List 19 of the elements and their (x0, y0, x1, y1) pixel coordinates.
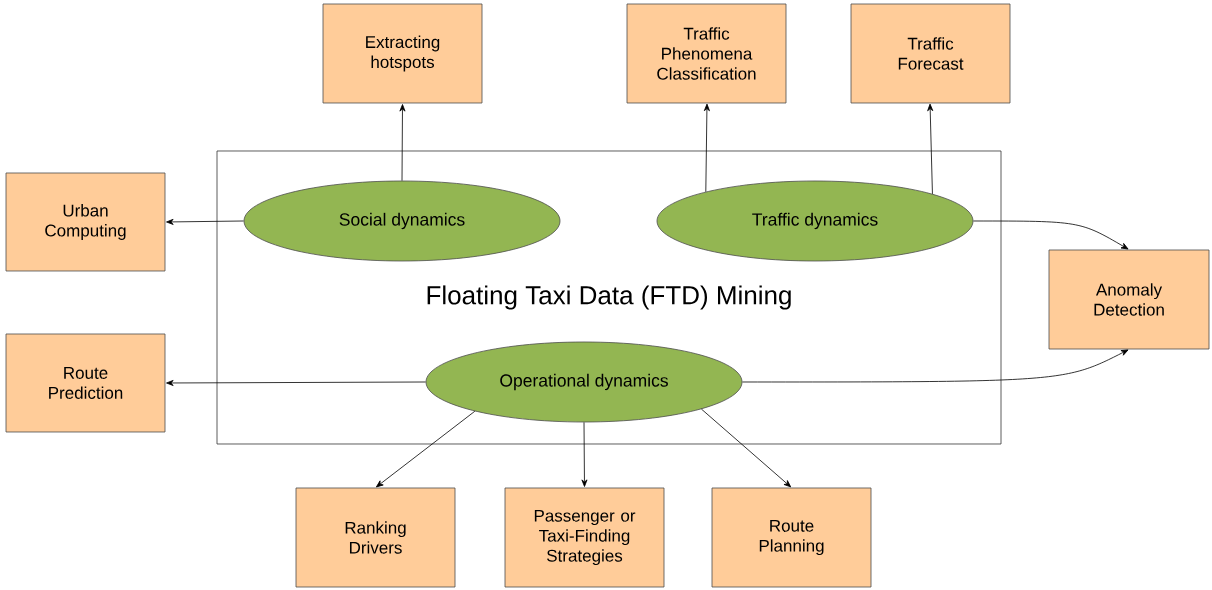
arrow (376, 410, 476, 488)
arrow (703, 103, 710, 193)
application-box: Urban Computing (5, 172, 166, 272)
application-box: Traffic Forecast (850, 3, 1011, 104)
arrow (927, 103, 934, 195)
application-box: Passenger or Taxi-Finding Strategies (504, 487, 665, 588)
application-box: Traffic Phenomena Classification (626, 3, 787, 104)
arrow (166, 380, 426, 386)
application-box: Ranking Drivers (295, 487, 456, 588)
arrow (581, 422, 588, 487)
arrow (973, 220, 1129, 250)
arrow (399, 104, 406, 181)
application-box: Anomaly Detection (1048, 249, 1210, 350)
arrow (166, 218, 244, 225)
arrow (742, 349, 1129, 383)
arrow (701, 408, 792, 488)
application-box: Route Prediction (5, 333, 166, 433)
application-box: Extracting hotspots (322, 3, 483, 104)
application-box: Route Planning (711, 487, 872, 588)
